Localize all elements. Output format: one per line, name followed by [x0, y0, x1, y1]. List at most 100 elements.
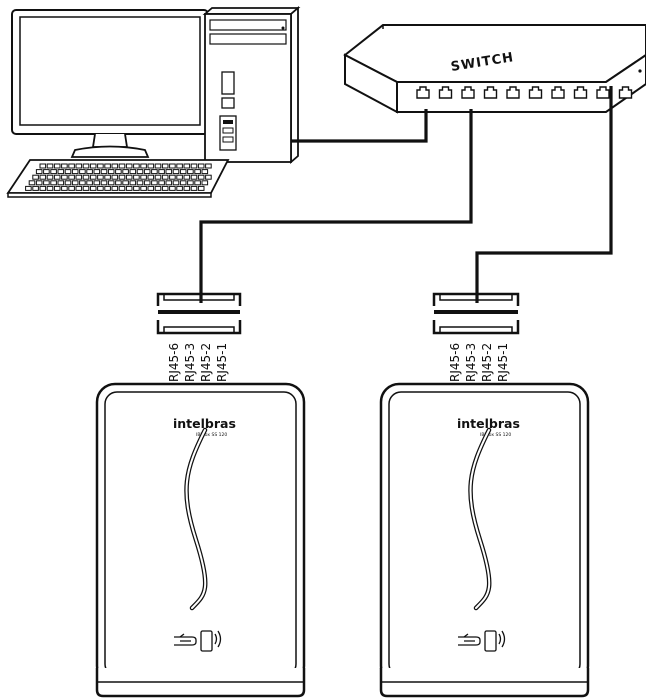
- keyboard-key: [140, 185, 147, 191]
- keyboard-key: [115, 169, 122, 175]
- keyboard-key: [176, 174, 183, 180]
- keyboard-key: [111, 163, 119, 169]
- switch-port: [551, 86, 565, 99]
- switch-port: [618, 86, 633, 99]
- keyboard-key: [53, 185, 61, 191]
- keyboard-key: [104, 185, 111, 191]
- keyboard-key: [179, 169, 187, 175]
- keyboard-key: [97, 163, 104, 169]
- reader-1-pin-labels: RJ45-6 RJ45-3 RJ45-2 RJ45-1: [167, 343, 229, 382]
- keyboard-key: [86, 180, 93, 186]
- keyboard-key: [158, 169, 165, 175]
- keyboard-key: [140, 163, 147, 169]
- keyboard-key: [32, 185, 39, 191]
- keyboard-key: [194, 180, 201, 186]
- keyboard-key: [68, 185, 75, 191]
- keyboard-key: [161, 163, 169, 169]
- keyboard-key: [111, 174, 119, 180]
- switch-led: [638, 69, 642, 73]
- keyboard-key: [133, 185, 140, 191]
- keyboard-key: [93, 180, 101, 186]
- keyboard-key: [115, 180, 122, 186]
- keyboard-key: [35, 169, 43, 175]
- keyboard-key: [140, 174, 147, 180]
- keyboard-key: [57, 180, 65, 186]
- keyboard-key: [169, 163, 176, 169]
- cable-switch-reader-1: [199, 109, 473, 303]
- keyboard-key: [64, 169, 72, 175]
- keyboard-key: [129, 169, 137, 175]
- keyboard-key: [82, 185, 90, 191]
- keyboard-key: [158, 180, 165, 186]
- keyboard-key: [53, 174, 61, 180]
- keyboard-key: [151, 169, 158, 175]
- keyboard-key: [179, 180, 187, 186]
- switch-port: [528, 86, 543, 99]
- keyboard-key: [100, 180, 108, 186]
- keyboard-key: [161, 174, 169, 180]
- keyboard-key: [118, 185, 126, 191]
- keyboard-key: [154, 163, 162, 169]
- keyboard-key: [205, 174, 212, 180]
- keyboard-key: [172, 180, 180, 186]
- keyboard-key: [201, 180, 209, 186]
- connector-1: [156, 292, 242, 335]
- keyboard-key: [122, 169, 129, 175]
- keyboard-key: [107, 169, 115, 175]
- keyboard-key: [147, 163, 155, 169]
- switch-port: [506, 86, 520, 99]
- keyboard-key: [118, 163, 126, 169]
- keyboard-key: [79, 180, 86, 186]
- keyboard-key: [187, 169, 194, 175]
- keyboard-key: [104, 174, 111, 180]
- keyboard-key: [201, 169, 209, 175]
- keyboard-key: [46, 163, 54, 169]
- switch-port: [483, 86, 498, 99]
- keyboard-key: [169, 174, 176, 180]
- monitor: [11, 9, 209, 158]
- card-reader-1: intelbras IBProx SS 120: [95, 382, 306, 698]
- keyboard-key: [136, 169, 144, 175]
- keyboard-key: [93, 169, 101, 175]
- keyboard-key: [197, 174, 205, 180]
- keyboard-key: [165, 169, 173, 175]
- keyboard-key: [190, 185, 198, 191]
- pin-label: RJ45-6: [448, 343, 462, 382]
- keyboard-key: [61, 185, 68, 191]
- reader-brand-logo: intelbras: [173, 416, 236, 431]
- keyboard-key: [176, 185, 183, 191]
- switch-port: [461, 86, 475, 99]
- pin-label: RJ45-2: [199, 343, 213, 382]
- keyboard-key: [190, 174, 198, 180]
- pin-label: RJ45-3: [464, 343, 478, 382]
- connector-2: [432, 292, 520, 335]
- keyboard-key: [32, 174, 39, 180]
- keyboard-key: [129, 180, 137, 186]
- switch-port: [573, 86, 588, 99]
- keyboard-key: [197, 163, 205, 169]
- keyboard-key: [97, 174, 104, 180]
- keyboard-key: [61, 174, 68, 180]
- keyboard-key: [75, 174, 83, 180]
- keyboard-key: [183, 163, 191, 169]
- keyboard-key: [183, 174, 191, 180]
- keyboard-key: [187, 180, 194, 186]
- keyboard-key: [165, 180, 173, 186]
- keyboard-key: [143, 180, 151, 186]
- pin-label: RJ45-2: [480, 343, 494, 382]
- card-reader-2: intelbras IBProx SS 120: [379, 382, 590, 698]
- keyboard-key: [205, 163, 212, 169]
- reader-brand-logo: intelbras: [457, 416, 520, 431]
- reader-model: IBProx SS 120: [196, 432, 227, 438]
- keyboard-key: [28, 180, 36, 186]
- pin-label: RJ45-6: [167, 343, 181, 382]
- switch-port: [596, 86, 610, 99]
- network-switch: SWITCH: [343, 24, 646, 114]
- reader-model: IBProx SS 120: [480, 432, 511, 438]
- keyboard-key: [100, 169, 108, 175]
- keyboard-key: [57, 169, 65, 175]
- keyboard-key: [169, 185, 176, 191]
- keyboard-key: [89, 185, 97, 191]
- switch-ports: [416, 69, 642, 99]
